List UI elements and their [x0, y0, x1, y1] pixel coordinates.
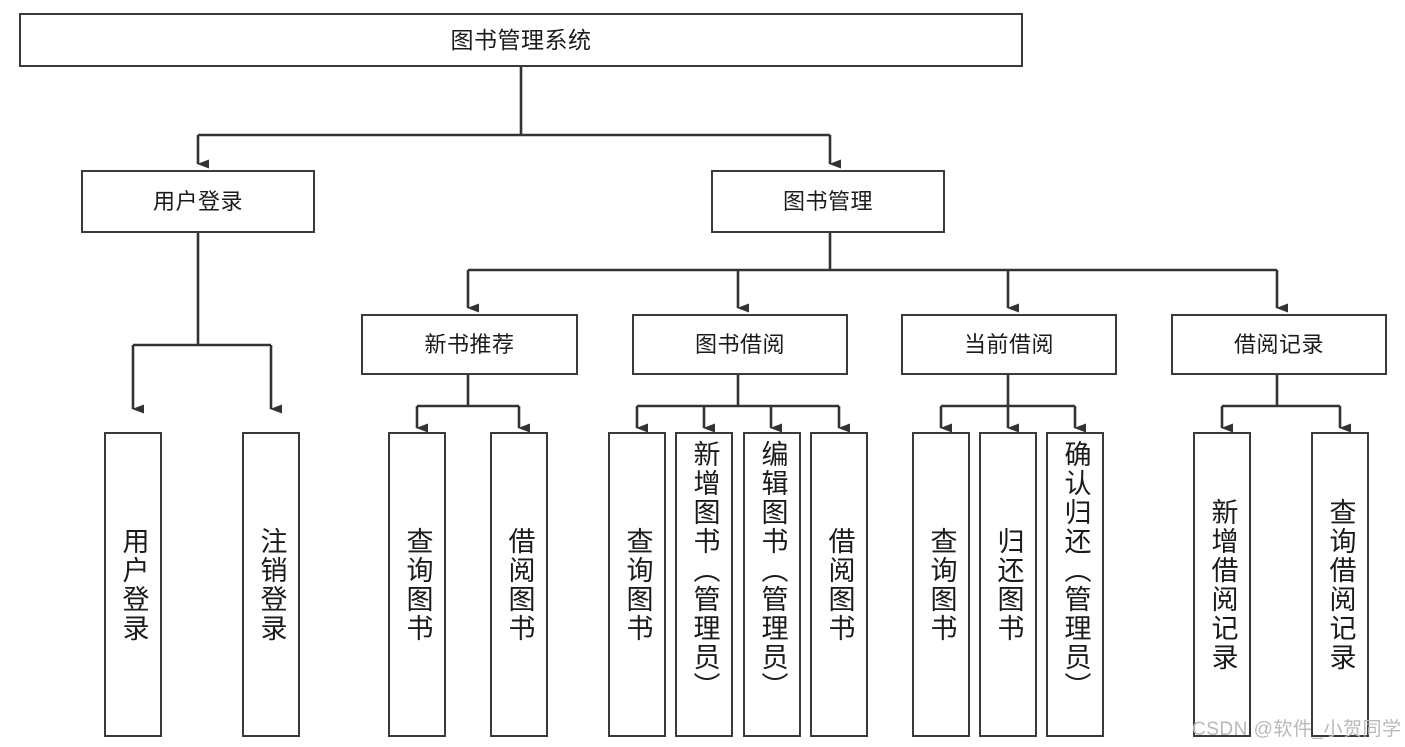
leaf-current-borrow-return-book[interactable]: 归还图书 [979, 432, 1037, 737]
node-label: 用户登录 [118, 526, 149, 643]
leaf-book-borrow-edit-book-admin[interactable]: 编辑图书（管理员） [743, 432, 801, 737]
node-user-login[interactable]: 用户登录 [81, 170, 315, 233]
leaf-book-borrow-borrow-book[interactable]: 借阅图书 [810, 432, 868, 737]
node-label: 图书借阅 [694, 331, 785, 357]
node-label: 当前借阅 [963, 331, 1054, 357]
leaf-user-login-logout[interactable]: 注销登录 [242, 432, 300, 737]
node-label: 注销登录 [256, 526, 287, 643]
node-label: 归还图书 [993, 526, 1024, 643]
node-label: 借阅记录 [1233, 331, 1324, 357]
node-book-management[interactable]: 图书管理 [711, 170, 945, 233]
watermark-text: CSDN @软件_小贺同学 [1192, 719, 1402, 740]
node-label: 图书管理系统 [450, 26, 592, 53]
node-current-borrowing[interactable]: 当前借阅 [901, 314, 1117, 375]
node-label: 借阅图书 [504, 526, 535, 643]
leaf-current-borrow-confirm-return-admin[interactable]: 确认归还（管理员） [1046, 432, 1104, 737]
node-label: 图书管理 [782, 188, 873, 214]
node-label: 确认归还（管理员） [1060, 440, 1091, 701]
leaf-borrow-record-add-record[interactable]: 新增借阅记录 [1193, 432, 1251, 737]
node-label: 新书推荐 [424, 331, 515, 357]
leaf-user-login-login[interactable]: 用户登录 [104, 432, 162, 737]
node-new-book-recommendation[interactable]: 新书推荐 [361, 314, 578, 375]
leaf-book-borrow-add-book-admin[interactable]: 新增图书（管理员） [675, 432, 733, 737]
node-label: 新增借阅记录 [1207, 497, 1238, 672]
leaf-new-book-borrow-book[interactable]: 借阅图书 [490, 432, 548, 737]
node-book-borrowing[interactable]: 图书借阅 [632, 314, 848, 375]
leaf-new-book-query-book[interactable]: 查询图书 [388, 432, 446, 737]
node-root-book-management-system[interactable]: 图书管理系统 [19, 13, 1023, 67]
node-label: 借阅图书 [824, 526, 855, 643]
node-label: 查询图书 [926, 526, 957, 643]
node-borrowing-record[interactable]: 借阅记录 [1171, 314, 1387, 375]
node-label: 查询借阅记录 [1325, 497, 1356, 672]
node-label: 查询图书 [622, 526, 653, 643]
leaf-borrow-record-query-record[interactable]: 查询借阅记录 [1311, 432, 1369, 737]
node-label: 用户登录 [152, 188, 243, 214]
node-label: 新增图书（管理员） [689, 440, 720, 701]
node-label: 查询图书 [402, 526, 433, 643]
leaf-current-borrow-query-book[interactable]: 查询图书 [912, 432, 970, 737]
node-label: 编辑图书（管理员） [757, 440, 788, 701]
leaf-book-borrow-query-book[interactable]: 查询图书 [608, 432, 666, 737]
